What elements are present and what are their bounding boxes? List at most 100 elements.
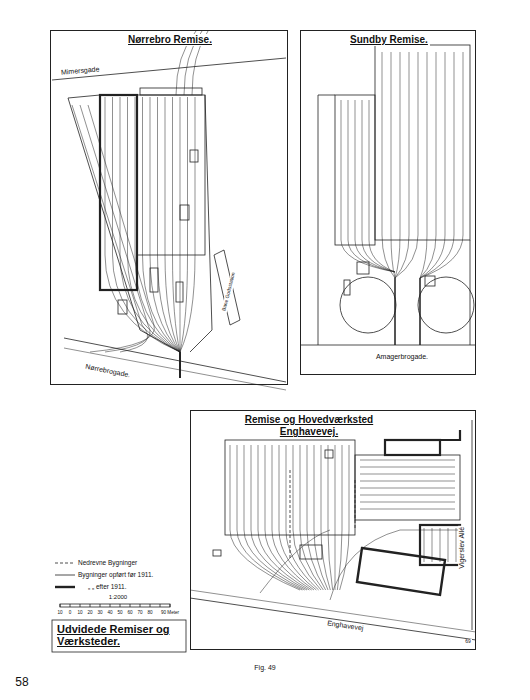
scale-number: 40 — [106, 610, 113, 615]
track-line — [328, 445, 333, 590]
street-name: Vigerslev Allé — [458, 526, 466, 570]
street-name: Nørrebrogade. — [84, 363, 132, 380]
scale-tick — [130, 604, 131, 607]
track-line — [150, 97, 180, 378]
track-line — [420, 52, 436, 345]
track-line — [420, 52, 427, 345]
track-line — [448, 528, 449, 562]
track-line — [360, 488, 455, 489]
scale-number: 70 — [136, 610, 143, 615]
scale-tick — [150, 604, 151, 607]
track-line — [80, 105, 150, 352]
track-line — [321, 445, 330, 590]
legend-text: Bygninger opført før 1911. — [78, 571, 153, 578]
panel-heading: Remise og Hovedværksted Enghavevej. — [222, 414, 396, 438]
track-line — [173, 97, 181, 378]
scale-tick — [160, 604, 161, 607]
goods-station — [214, 250, 240, 325]
scale-number: 80 — [146, 610, 153, 615]
track-line — [72, 105, 148, 352]
track-line — [337, 445, 342, 590]
street-line — [190, 598, 476, 640]
track-line — [360, 502, 455, 503]
scale-number: 50 — [116, 610, 123, 615]
track-line — [260, 530, 330, 593]
track-line — [360, 481, 455, 482]
track-group — [72, 31, 208, 378]
track-line — [395, 52, 418, 345]
title-frame — [52, 620, 186, 652]
track-line — [355, 100, 395, 272]
street-name: Mimersgade — [59, 65, 100, 76]
small-building — [213, 550, 221, 556]
track-line — [120, 97, 180, 378]
legend-sample — [55, 586, 75, 588]
scale-number: 30 — [96, 610, 103, 615]
scale-tick — [90, 604, 91, 607]
track-line — [158, 97, 181, 378]
building-old — [140, 88, 202, 95]
track-line — [180, 97, 181, 378]
figure-caption: Fig. 49 — [253, 664, 276, 672]
demolished — [355, 480, 356, 530]
legend-sample — [55, 575, 75, 576]
street-line — [190, 590, 476, 632]
legend-text: Nedrevne Bygninger — [78, 559, 137, 566]
small-building — [357, 262, 369, 274]
street-name: Enghavevej — [325, 619, 364, 632]
track-line — [382, 52, 395, 345]
track-line — [105, 97, 180, 378]
small-building — [344, 280, 350, 295]
track-line — [360, 495, 455, 496]
boundary — [318, 95, 335, 96]
panel-heading: Nørrebro Remise. — [126, 34, 214, 46]
track-line — [369, 100, 395, 272]
street-line — [64, 338, 286, 382]
track-loop — [340, 277, 396, 333]
small-building — [325, 450, 333, 458]
track-line — [307, 445, 326, 590]
boundary — [470, 240, 471, 345]
track-line — [420, 52, 463, 345]
track-line — [143, 97, 181, 378]
scale-number: 20 — [86, 610, 93, 615]
track-line — [420, 52, 445, 345]
track-line — [165, 97, 180, 378]
boundary — [68, 95, 100, 98]
page-number: 58 — [14, 676, 29, 689]
scale-tick — [100, 604, 101, 607]
scale-tick — [120, 604, 121, 607]
track-line — [113, 97, 181, 378]
boundary — [68, 98, 180, 352]
track-line — [330, 530, 465, 600]
building-old — [355, 455, 460, 520]
track-line — [88, 105, 154, 352]
plan-panel: Remise og Hovedværksted Enghavevej. — [190, 410, 476, 650]
plan-panel: Nørrebro Remise. — [50, 30, 288, 385]
scale-number: 60 — [126, 610, 133, 615]
track-line — [360, 460, 455, 461]
track-line — [128, 97, 181, 378]
page-number: 69 — [464, 639, 472, 645]
street-line — [52, 58, 286, 80]
small-building — [190, 150, 198, 162]
track-line — [180, 97, 188, 378]
panel-heading: Sundby Remise. — [348, 34, 430, 46]
scale-number: 0 — [68, 610, 73, 615]
small-building — [118, 300, 127, 314]
small-building — [176, 282, 183, 302]
track-line — [180, 97, 195, 378]
plan-panel: Sundby Remise. — [300, 30, 476, 375]
building-new — [440, 430, 460, 440]
track-line — [424, 528, 425, 562]
demolished — [290, 470, 291, 560]
street-line — [64, 348, 286, 390]
scale-tick — [170, 604, 171, 607]
scale-tick — [60, 604, 61, 607]
track-line — [395, 52, 400, 345]
boundary — [318, 95, 319, 345]
track-line — [237, 445, 302, 590]
scale-tick — [140, 604, 141, 607]
street-line — [472, 420, 473, 630]
